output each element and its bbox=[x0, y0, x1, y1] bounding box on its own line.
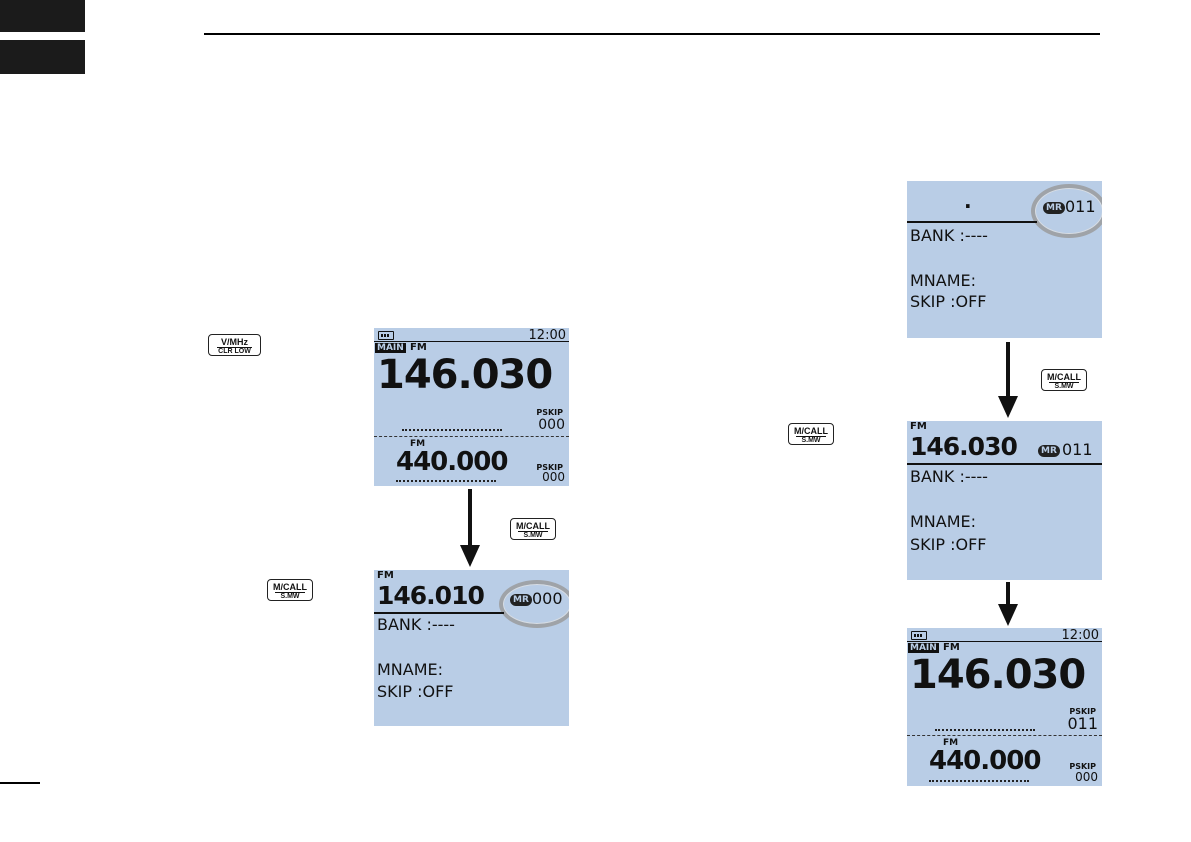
mcall-key-top: M/CALL bbox=[511, 521, 555, 531]
sub-frequency: 440.000 bbox=[396, 449, 507, 475]
skip-field: SKIP :OFF bbox=[910, 537, 987, 553]
channel-number: 000 bbox=[532, 591, 563, 607]
sub-frequency: 440.000 bbox=[929, 748, 1040, 774]
vmhz-key-icon: V/MHz CLR LOW bbox=[208, 334, 261, 356]
mode-label: FM bbox=[910, 422, 927, 432]
mcall-key-icon: M/CALL S.MW bbox=[788, 423, 834, 445]
channel-number: 011 bbox=[1062, 442, 1093, 458]
pskip-channel: 000 bbox=[538, 418, 565, 432]
mcall-key-bottom: S.MW bbox=[1042, 382, 1086, 391]
mcall-key-top: M/CALL bbox=[789, 426, 833, 436]
blank-frequency-dot: . bbox=[964, 191, 972, 211]
mr-icon: MR bbox=[1043, 202, 1065, 214]
section-tab-bottom bbox=[0, 40, 85, 74]
battery-icon bbox=[911, 631, 927, 640]
lcd-vfo-result: 12:00 MAIN FM 146.030 PSKIP 011 FM 440.0… bbox=[907, 628, 1102, 786]
mr-icon: MR bbox=[1038, 445, 1060, 457]
sub-pskip-channel: 000 bbox=[542, 471, 565, 483]
mcall-key-bottom: S.MW bbox=[789, 436, 833, 445]
lcd-vfo-dual: 12:00 MAIN FM 146.030 PSKIP 000 FM 440.0… bbox=[374, 328, 569, 486]
s-meter bbox=[402, 424, 502, 431]
sub-s-meter bbox=[929, 775, 1029, 782]
vmhz-key-top: V/MHz bbox=[209, 337, 260, 347]
skip-field: SKIP :OFF bbox=[910, 294, 987, 310]
lcd-memory-write-000: FM 146.010 MR 000 BANK :---- MNAME: SKIP… bbox=[374, 570, 569, 726]
bank-field: BANK :---- bbox=[377, 617, 455, 633]
memory-frequency: 146.030 bbox=[910, 434, 1017, 459]
mcall-key-bottom: S.MW bbox=[511, 531, 555, 540]
header-rule bbox=[204, 33, 1100, 35]
mcall-key-icon: M/CALL S.MW bbox=[510, 518, 556, 540]
skip-field: SKIP :OFF bbox=[377, 684, 454, 700]
mname-field: MNAME: bbox=[910, 514, 976, 530]
sub-s-meter bbox=[396, 475, 496, 482]
battery-icon bbox=[378, 331, 394, 340]
bank-field: BANK :---- bbox=[910, 228, 988, 244]
mcall-key-icon: M/CALL S.MW bbox=[1041, 369, 1087, 391]
section-tab-top bbox=[0, 0, 85, 32]
main-frequency: 146.030 bbox=[377, 355, 552, 395]
mname-field: MNAME: bbox=[910, 273, 976, 289]
mcall-key-bottom: S.MW bbox=[268, 592, 312, 601]
channel-number: 011 bbox=[1065, 199, 1096, 215]
mcall-key-icon: M/CALL S.MW bbox=[267, 579, 313, 601]
vmhz-key-bottom: CLR LOW bbox=[209, 347, 260, 356]
pskip-channel: 011 bbox=[1067, 716, 1098, 732]
page-number-rule bbox=[0, 782, 40, 784]
sub-pskip-channel: 000 bbox=[1075, 771, 1098, 783]
lcd-memory-write-011-blank: . MR 011 BANK :---- MNAME: SKIP :OFF bbox=[907, 181, 1102, 338]
main-frequency: 146.030 bbox=[910, 655, 1085, 695]
down-arrow-icon bbox=[996, 582, 1020, 628]
lcd-memory-write-011: FM 146.030 MR 011 BANK :---- MNAME: SKIP… bbox=[907, 421, 1102, 580]
down-arrow-icon bbox=[458, 489, 482, 569]
mcall-key-top: M/CALL bbox=[1042, 372, 1086, 382]
mode-label: FM bbox=[377, 571, 394, 581]
mname-field: MNAME: bbox=[377, 662, 443, 678]
mcall-key-top: M/CALL bbox=[268, 582, 312, 592]
mr-icon: MR bbox=[510, 594, 532, 606]
bank-field: BANK :---- bbox=[910, 469, 988, 485]
down-arrow-icon bbox=[996, 342, 1020, 422]
pskip-label: PSKIP bbox=[536, 409, 563, 417]
s-meter bbox=[935, 724, 1035, 731]
memory-frequency: 146.010 bbox=[377, 583, 484, 608]
